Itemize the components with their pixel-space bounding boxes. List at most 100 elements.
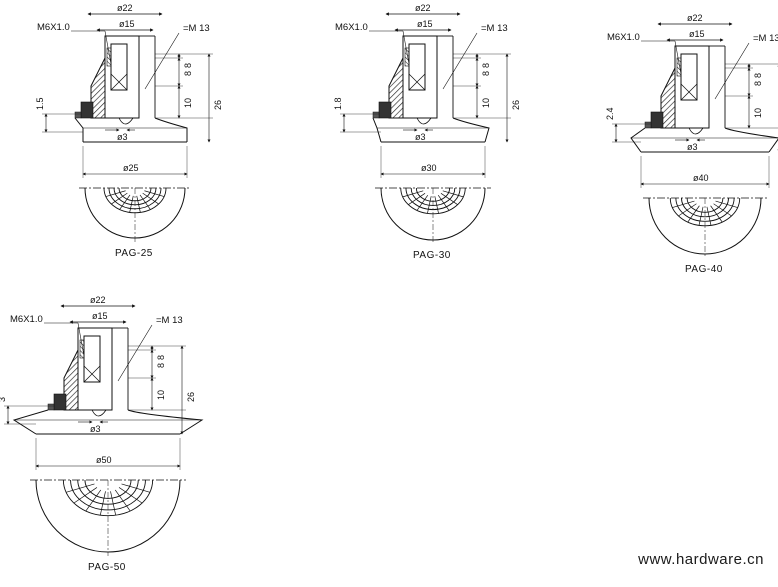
cup-right-profile [127, 409, 204, 435]
cup-right-profile [154, 117, 188, 142]
plan-rib [144, 190, 165, 197]
dim-label-total-height: 26 [186, 392, 196, 402]
cup-bump [91, 409, 107, 417]
plan-rib [121, 483, 151, 493]
cup-bump [118, 117, 134, 125]
cross-line [83, 365, 101, 383]
dim-label-top-diameter: ø22 [90, 295, 106, 305]
plan-ring-4 [84, 479, 132, 499]
plan-rib [114, 489, 131, 512]
dim-label-lip: 1.8 [333, 97, 343, 110]
dim-label-hole-diameter: ø3 [117, 132, 128, 142]
dim-label-top-diameter: ø22 [687, 13, 703, 23]
plan-rib [85, 489, 102, 512]
plan-rib [408, 193, 426, 206]
thread-label: M6X1.0 [10, 314, 43, 325]
dim-label-hole-diameter: ø3 [687, 142, 698, 152]
dim-label-hole-diameter: ø3 [415, 132, 426, 142]
hex-size-label: =M 13 [183, 23, 210, 34]
plan-rib [427, 196, 432, 214]
thread-label: M6X1.0 [37, 22, 70, 33]
hex-size-label: =M 13 [753, 33, 778, 44]
plan-ring-2 [675, 197, 735, 222]
shoulder-lip [74, 111, 82, 119]
hex-leader [117, 324, 153, 382]
dim-label-cup-diameter: ø40 [693, 173, 709, 183]
plan-rib [110, 491, 117, 516]
plan-rib [706, 206, 712, 226]
dim-label-inner-diameter: ø15 [119, 19, 135, 29]
insert-outline [680, 53, 698, 101]
caption-pag-50: PAG-50 [88, 562, 126, 573]
plan-rib [434, 196, 439, 214]
dim-label-seg1: 8 [183, 63, 193, 68]
dim-label-seg3: 10 [481, 98, 491, 108]
shoulder-lip [644, 121, 652, 129]
thread-hatch [676, 57, 682, 77]
caption-pag-30: PAG-30 [413, 250, 451, 261]
dim-label-lip: 1.5 [35, 97, 45, 110]
plan-rib [136, 195, 141, 213]
plan-rib [710, 205, 723, 223]
shoulder-band [80, 101, 94, 119]
plan-rib [105, 190, 126, 197]
thread-hatch [106, 47, 112, 67]
dim-label-top-diameter: ø22 [117, 3, 133, 13]
dim-label-hole-diameter: ø3 [90, 424, 101, 434]
insert-outline [83, 335, 101, 383]
hex-size-label: =M 13 [481, 23, 508, 34]
thread-hatch [404, 47, 410, 67]
dim-label-cup-diameter: ø25 [123, 163, 139, 173]
dim-label-seg2: 8 [753, 81, 763, 86]
shoulder-band [650, 111, 664, 129]
dim-label-seg2: 8 [183, 71, 193, 76]
dim-label-cup-diameter: ø50 [96, 455, 112, 465]
plan-rib [65, 483, 95, 493]
plan-rib [678, 203, 697, 217]
dim-label-seg3: 10 [753, 108, 763, 118]
dim-label-lip: 2.4 [605, 107, 615, 120]
thread-label: M6X1.0 [607, 32, 640, 43]
cup-bump [688, 127, 704, 135]
dim-label-seg1: 8 [156, 355, 166, 360]
dim-label-inner-diameter: ø15 [417, 19, 433, 29]
cup-right-profile [452, 117, 490, 143]
dim-label-seg3: 10 [156, 390, 166, 400]
dim-label-seg3: 10 [183, 98, 193, 108]
plan-rib [118, 487, 143, 504]
hex-leader [442, 32, 478, 90]
shoulder-band [378, 101, 392, 119]
plan-ring-3 [681, 197, 729, 218]
cup-left-profile [12, 409, 49, 435]
cross-line [110, 73, 128, 91]
thread-hatch [79, 339, 85, 359]
hex-leader [144, 32, 180, 90]
shoulder-lip [372, 111, 380, 119]
caption-pag-25: PAG-25 [115, 248, 153, 259]
plan-rib [715, 200, 738, 208]
plan-rib [142, 192, 159, 205]
plan-rib [111, 192, 128, 205]
insert-outline [408, 43, 426, 91]
dim-label-seg2: 8 [156, 363, 166, 368]
cup-bump [416, 117, 432, 125]
dim-label-total-height: 26 [511, 100, 521, 110]
dim-label-inner-diameter: ø15 [92, 311, 108, 321]
plan-rib [687, 205, 700, 223]
plan-rib [402, 190, 424, 198]
dim-label-seg2: 8 [481, 71, 491, 76]
plan-rib [99, 491, 106, 516]
plan-rib [119, 194, 131, 210]
cup-left-profile [74, 117, 84, 142]
plan-rib [442, 190, 464, 198]
cup-left-profile [630, 127, 646, 153]
cup-left-profile [372, 117, 382, 143]
hex-leader [714, 42, 750, 100]
dim-label-seg1: 8 [753, 73, 763, 78]
plan-outer-arc [648, 197, 762, 255]
